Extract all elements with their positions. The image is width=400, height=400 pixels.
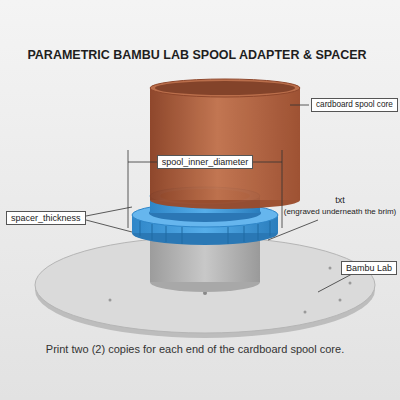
callout-box: cardboard spool core [311, 98, 398, 112]
callout-box: spacer_thickness [6, 211, 86, 226]
leader-line [86, 207, 132, 216]
annotation-label: (engraved underneath the brim) [284, 207, 397, 217]
callout-text: cardboard spool core [316, 100, 393, 110]
title: PARAMETRIC BAMBU LAB SPOOL ADAPTER & SPA… [27, 48, 366, 63]
caption: Print two (2) copies for each end of the… [46, 343, 344, 356]
leader-line [86, 220, 132, 232]
annotation-label: txt [335, 195, 345, 206]
callout-text: Bambu Lab [346, 263, 392, 274]
callout-text: spool_inner_diameter [162, 157, 249, 168]
cardboard-core [150, 79, 300, 209]
leader-line [318, 274, 352, 292]
callout-text: spacer_thickness [11, 213, 81, 224]
leader-lines [86, 105, 352, 292]
callout-box: spool_inner_diameter [157, 155, 254, 170]
leader-line [268, 220, 318, 240]
callout-box: Bambu Lab [341, 261, 397, 276]
leader-line [290, 105, 309, 106]
